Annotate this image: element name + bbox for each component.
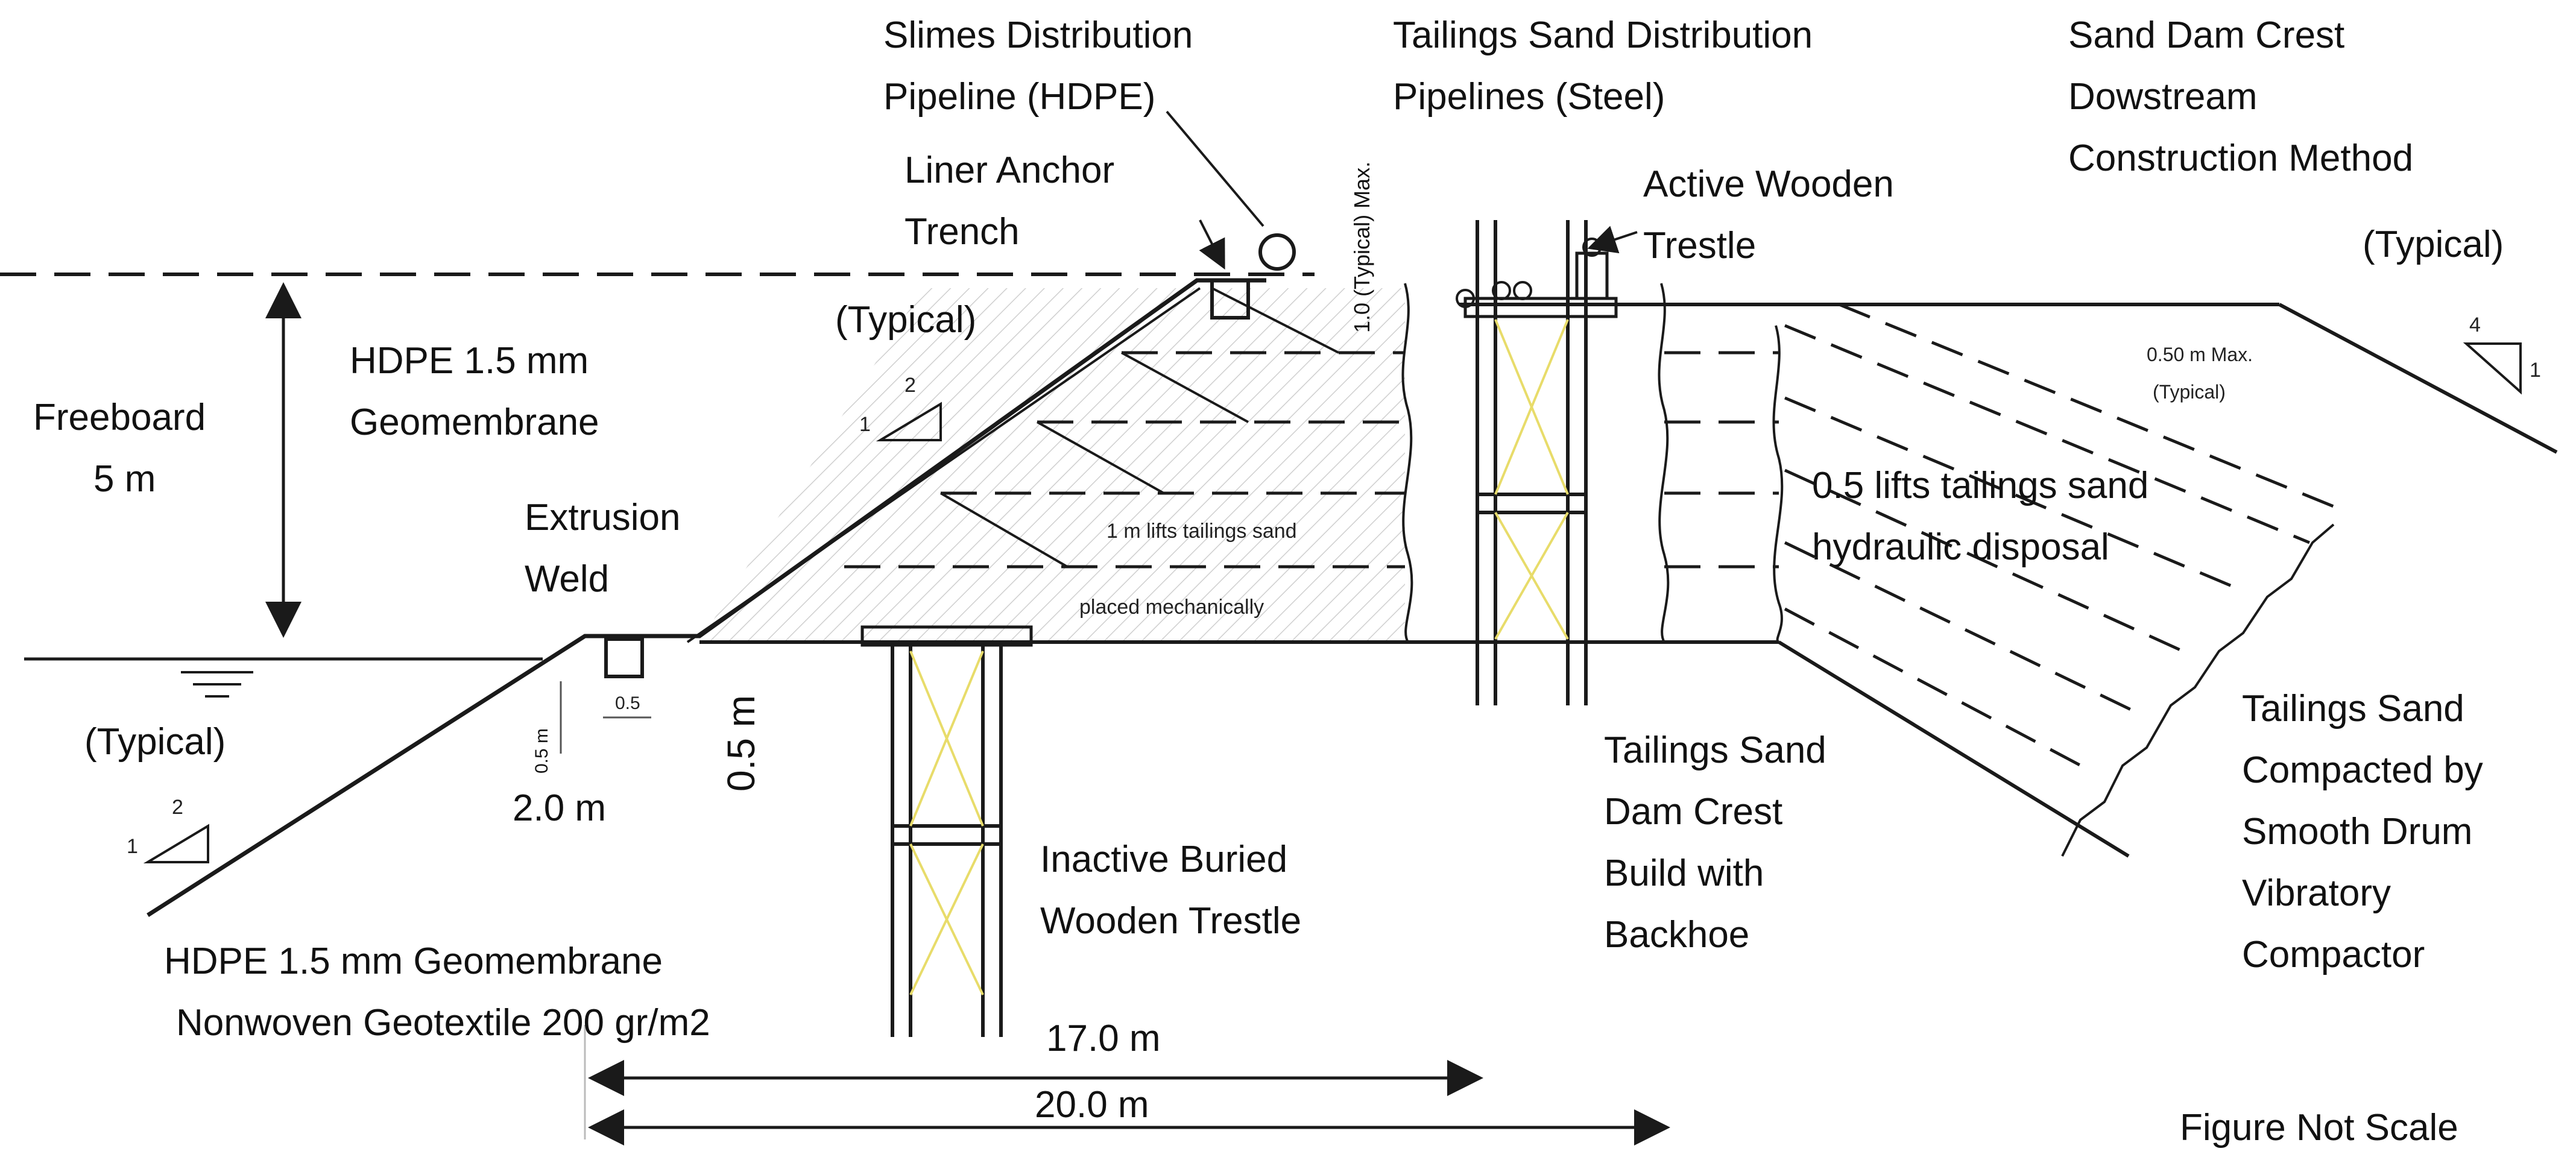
slope-left-rise: 1 <box>127 835 138 858</box>
active-trestle-leader <box>1587 225 1638 254</box>
hydraulic-lifts-label: 0.5 lifts tailings sand hydraulic dispos… <box>1812 465 2149 568</box>
active-wooden-trestle <box>1456 220 1618 705</box>
wavy-boundary-2 <box>1658 283 1670 643</box>
slimes-pipeline-label: Slimes Distribution Pipeline (HDPE) <box>883 14 1193 118</box>
mechanical-lifts-label-1: 1 m lifts tailings sand <box>1106 520 1297 543</box>
slope-mid-run: 2 <box>904 374 916 397</box>
max-top-label: 0.50 m Max. <box>2147 344 2253 365</box>
slope-right-run: 4 <box>2469 314 2481 336</box>
slope-triangle-right <box>2463 342 2522 395</box>
sand-dam-crest-label: Sand Dam Crest Dowstream Construction Me… <box>2068 14 2414 179</box>
dim-half-vertical-label: 0.5 m <box>719 695 763 792</box>
extrusion-weld-trench <box>604 637 644 678</box>
extrusion-weld-label: Extrusion Weld <box>525 497 681 600</box>
mechanical-lift-lines <box>844 351 1405 569</box>
max-top-typical-label: (Typical) <box>2153 381 2226 403</box>
wavy-boundary-1 <box>1401 283 1413 643</box>
typical-label-top-right: (Typical) <box>2363 224 2504 265</box>
figure-note-label: Figure Not Scale <box>2180 1107 2458 1149</box>
inactive-trestle-label: Inactive Buried Wooden Trestle <box>1040 839 1302 942</box>
inactive-buried-trestle <box>860 625 1033 1037</box>
hdpe-geomembrane-label: HDPE 1.5 mm Geomembrane <box>350 340 599 443</box>
dim-17-label: 17.0 m <box>1046 1018 1161 1059</box>
freeboard-label: Freeboard 5 m <box>33 397 206 500</box>
slope-left-run: 2 <box>172 796 183 819</box>
typical-label-left: (Typical) <box>84 721 226 763</box>
hydraulic-sloping-lifts <box>1784 303 2334 774</box>
compacted-zone-steps <box>2061 523 2335 857</box>
liner-anchor-leader <box>1199 219 1225 270</box>
vertical-max-label: 1.0 (Typical) Max. <box>1350 161 1374 333</box>
mechanical-lifts-label-2: placed mechanically <box>1079 596 1264 619</box>
dim-20-label: 20.0 m <box>1035 1084 1149 1126</box>
wavy-boundary-3 <box>1772 325 1784 643</box>
liner-anchor-label: Liner Anchor Trench <box>904 150 1115 253</box>
slimes-pipe-leader <box>1166 110 1264 227</box>
backhoe-label: Tailings Sand Dam Crest Build with Backh… <box>1604 730 1826 956</box>
typical-label-mid: (Typical) <box>835 299 977 341</box>
downstream-slope-line <box>2278 303 2558 454</box>
slope-triangle-left <box>143 824 209 863</box>
liner-anchor-trench <box>1210 279 1250 320</box>
mechanical-lift-slopes <box>939 287 1339 568</box>
water-level-symbol <box>181 671 253 698</box>
slope-triangle-mid <box>876 402 942 441</box>
hydraulic-lift-lines <box>1664 351 1779 569</box>
slope-mid-rise: 1 <box>859 413 871 436</box>
downstream-base-line <box>1778 640 2130 858</box>
compacted-label: Tailings Sand Compacted by Smooth Drum V… <box>2242 688 2483 975</box>
liner-parallel-line <box>686 287 1201 643</box>
dim-two-label: 2.0 m <box>513 787 607 829</box>
geomembrane-bottom-label: HDPE 1.5 mm Geomembrane Nonwoven Geotext… <box>164 941 710 1044</box>
dim-small-horizontal-label: 0.5 <box>615 693 640 713</box>
dim-small-vertical-label: 0.5 m <box>532 728 552 774</box>
slimes-pipe-icon <box>1258 233 1296 271</box>
active-trestle-label: Active Wooden Trestle <box>1643 163 1894 266</box>
mechanical-fill-hatch <box>699 288 1405 642</box>
slope-right-rise: 1 <box>2530 359 2541 382</box>
tailings-distribution-label: Tailings Sand Distribution Pipelines (St… <box>1393 14 1813 118</box>
